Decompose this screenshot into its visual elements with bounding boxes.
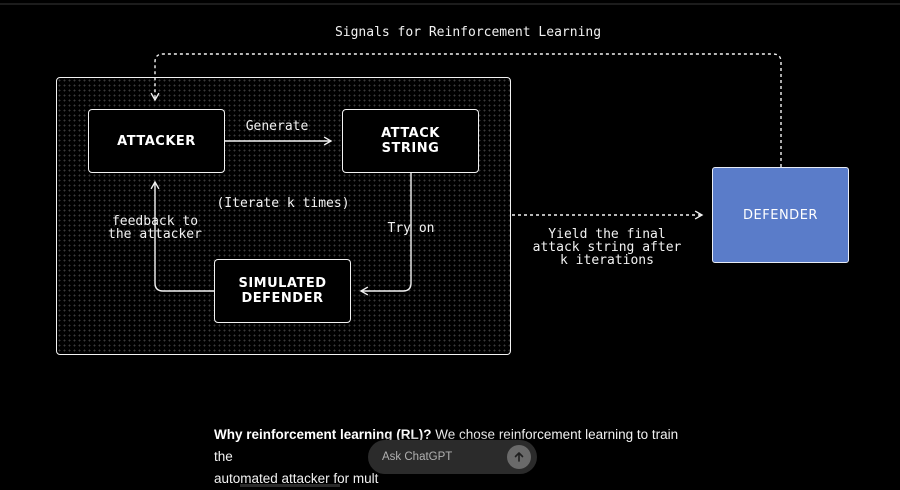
defender-node: DEFENDER xyxy=(712,167,849,263)
ask-chatgpt-placeholder[interactable]: Ask ChatGPT xyxy=(382,451,453,463)
diagram-title: Signals for Reinforcement Learning xyxy=(334,25,602,40)
loop-note: (Iterate k times) xyxy=(216,196,350,211)
generate-label: Generate xyxy=(245,119,309,134)
simulated-defender-node: SIMULATED DEFENDER xyxy=(214,259,351,323)
ask-chatgpt-bar[interactable]: Ask ChatGPT xyxy=(368,440,537,474)
attacker-node: ATTACKER xyxy=(88,109,225,173)
rl-diagram: Signals for Reinforcement Learning ATTAC… xyxy=(56,25,849,355)
article-bold-lead: Why reinforcement learning (RL)? xyxy=(214,427,432,442)
feedback-path xyxy=(150,180,214,292)
connectors xyxy=(150,53,782,296)
bottom-divider xyxy=(240,484,340,487)
yield-label: Yield the final attack string after k it… xyxy=(532,227,682,268)
rl-signal-path xyxy=(150,53,782,167)
try-on-label: Try on xyxy=(387,221,435,236)
article-line1: We chose reinforcement learning to train… xyxy=(214,427,679,464)
article-paragraph: Why reinforcement learning (RL)? We chos… xyxy=(214,424,684,490)
feedback-label: feedback to the attacker xyxy=(108,214,202,242)
top-divider xyxy=(0,3,900,5)
try-on-path xyxy=(359,173,412,296)
arrow-up-icon xyxy=(514,452,524,462)
article-line2: automated attacker for mult xyxy=(214,471,379,486)
attack-string-node: ATTACK STRING xyxy=(342,109,479,173)
send-button[interactable] xyxy=(507,445,531,469)
